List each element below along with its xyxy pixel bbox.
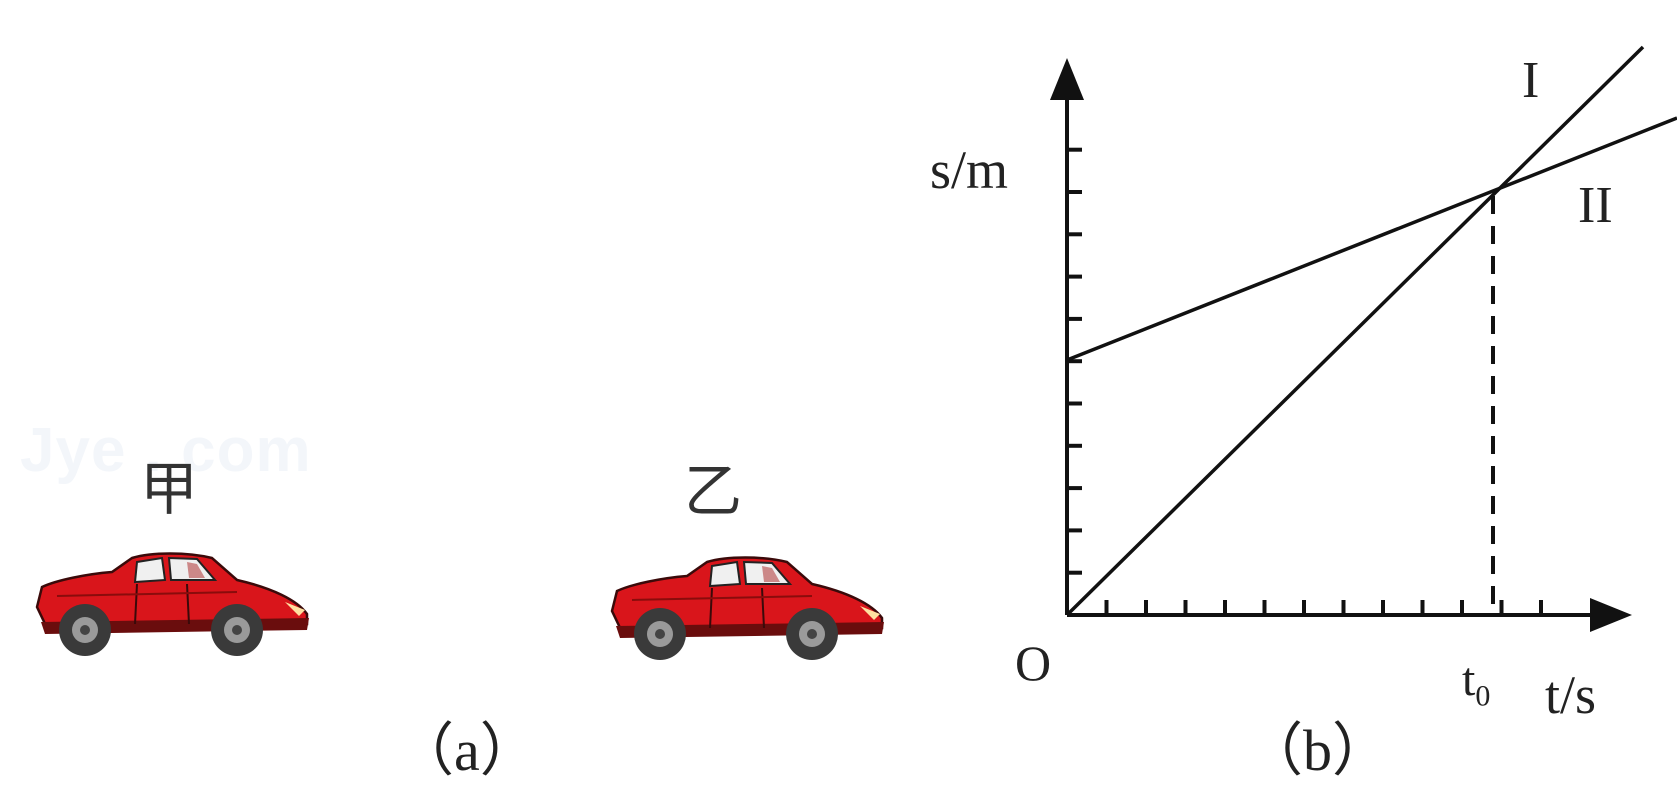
car-jia-label: 甲: [140, 455, 199, 523]
car-yi-label: 乙: [684, 457, 743, 525]
t0-text: t0: [1462, 653, 1491, 713]
x-axis-arrow: [1590, 598, 1632, 632]
line-I-label: I: [1522, 52, 1540, 109]
x-axis-label: t/s: [1545, 665, 1597, 725]
t0-label: t0: [1462, 650, 1490, 712]
watermark-text: Jye . com: [20, 416, 312, 485]
y-axis-arrow: [1050, 58, 1084, 100]
line-II: [1066, 116, 1677, 362]
caption-b: （b）: [1245, 718, 1391, 783]
x-axis-ticks: [1104, 600, 1543, 615]
y-axis-ticks: [1067, 147, 1082, 575]
car-yi: [610, 556, 886, 662]
car-jia: [35, 552, 311, 658]
line-I: [1065, 45, 1645, 617]
caption-a: （a）: [396, 718, 538, 783]
origin-label: O: [1015, 635, 1052, 691]
line-II-label: II: [1578, 177, 1613, 234]
y-axis-label: s/m: [930, 140, 1009, 200]
